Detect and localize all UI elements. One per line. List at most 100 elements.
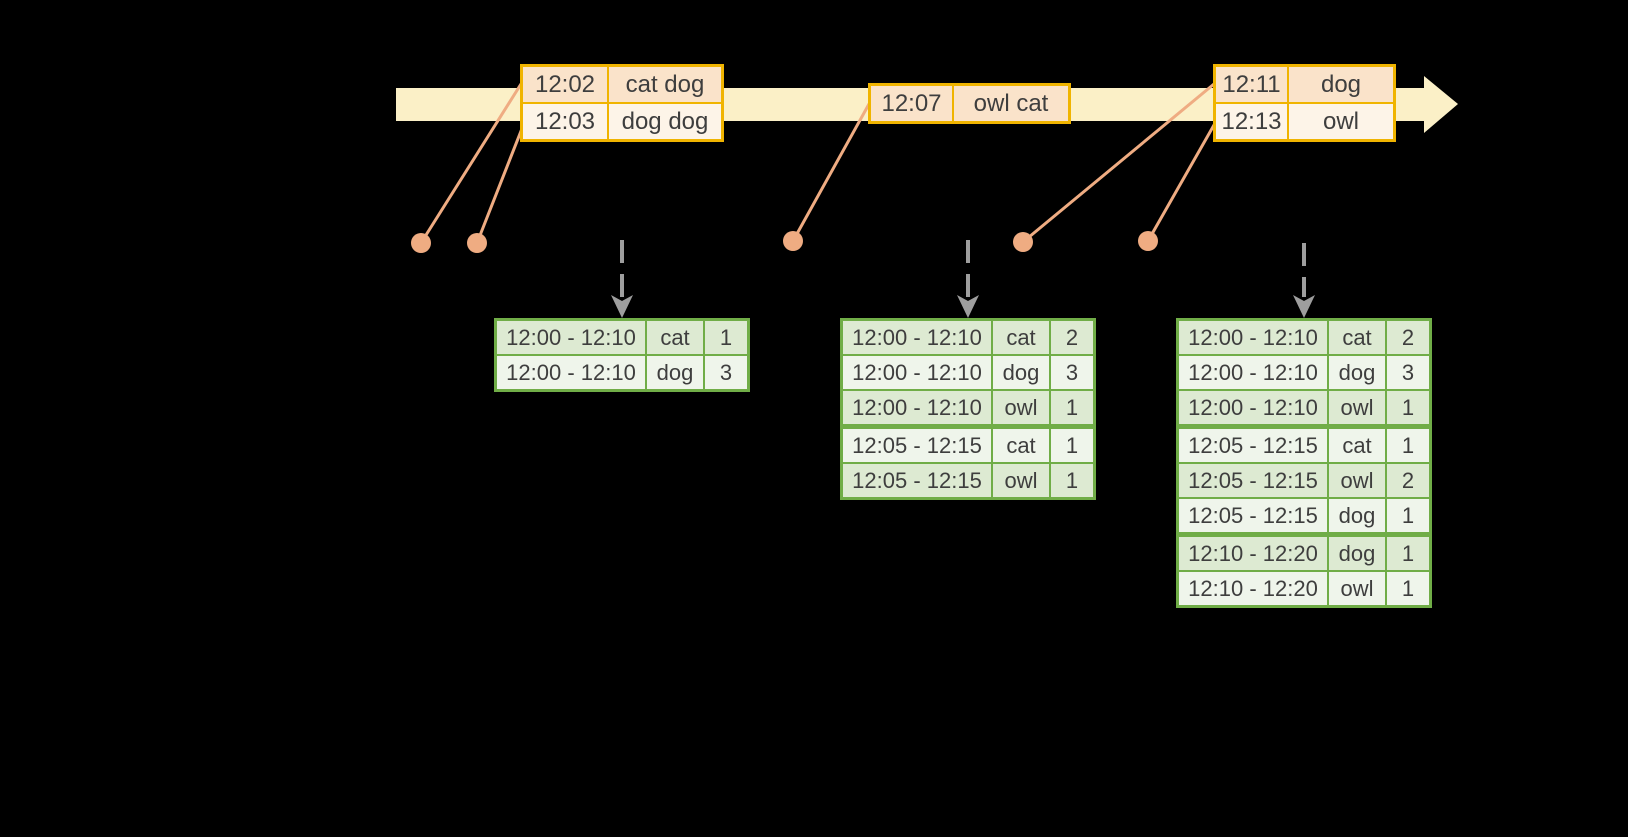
trigger-arrowhead-icon xyxy=(957,295,979,318)
event-words-cell: cat dog xyxy=(607,64,724,104)
window-cell: 12:10 - 12:20 xyxy=(1176,532,1329,572)
word-cell: dog xyxy=(645,354,705,392)
event-row: 12:11 dog xyxy=(1213,64,1396,104)
window-cell: 12:00 - 12:10 xyxy=(1176,354,1329,391)
count-cell: 3 xyxy=(1049,354,1096,391)
count-cell: 3 xyxy=(703,354,750,392)
event-time-cell: 12:03 xyxy=(520,102,609,142)
window-cell: 12:05 - 12:15 xyxy=(1176,462,1329,499)
word-cell: dog xyxy=(1327,497,1387,536)
word-cell: dog xyxy=(1327,354,1387,391)
result-row: 12:05 - 12:15 cat 1 xyxy=(840,424,1096,464)
word-cell: cat xyxy=(1327,318,1387,356)
event-dot-1211 xyxy=(1013,232,1033,252)
count-cell: 1 xyxy=(1049,424,1096,464)
result-table-3: 12:00 - 12:10 cat 2 12:00 - 12:10 dog 3 … xyxy=(1176,318,1432,608)
count-cell: 2 xyxy=(1385,462,1432,499)
count-cell: 1 xyxy=(703,318,750,356)
event-table-1207: 12:07 owl cat xyxy=(868,83,1071,124)
event-words-cell: owl xyxy=(1287,102,1396,142)
result-row: 12:05 - 12:15 owl 2 xyxy=(1176,462,1432,499)
word-cell: cat xyxy=(991,318,1051,356)
event-row: 12:07 owl cat xyxy=(868,83,1071,124)
count-cell: 1 xyxy=(1049,389,1096,428)
event-time-cell: 12:11 xyxy=(1213,64,1289,104)
trigger-arrow-1 xyxy=(611,240,633,318)
result-row: 12:00 - 12:10 dog 3 xyxy=(840,354,1096,391)
count-cell: 2 xyxy=(1385,318,1432,356)
count-cell: 1 xyxy=(1385,532,1432,572)
result-row: 12:05 - 12:15 owl 1 xyxy=(840,462,1096,500)
result-row: 12:00 - 12:10 dog 3 xyxy=(494,354,750,392)
word-cell: owl xyxy=(991,462,1051,500)
event-connector-lines xyxy=(419,82,1216,245)
window-cell: 12:00 - 12:10 xyxy=(494,318,647,356)
event-time-cell: 12:07 xyxy=(868,83,954,124)
event-row: 12:13 owl xyxy=(1213,102,1396,142)
event-table-1211-1213: 12:11 dog 12:13 owl xyxy=(1213,64,1396,142)
count-cell: 1 xyxy=(1385,497,1432,536)
event-row: 12:03 dog dog xyxy=(520,102,724,142)
window-cell: 12:05 - 12:15 xyxy=(840,462,993,500)
trigger-arrow-3 xyxy=(1293,243,1315,318)
trigger-arrows xyxy=(611,240,1315,318)
connector-line-1213 xyxy=(1146,123,1216,243)
result-row: 12:05 - 12:15 cat 1 xyxy=(1176,424,1432,464)
event-dot-1203 xyxy=(467,233,487,253)
result-row: 12:00 - 12:10 cat 2 xyxy=(840,318,1096,356)
connector-line-1207 xyxy=(791,102,871,243)
window-cell: 12:00 - 12:10 xyxy=(840,389,993,428)
count-cell: 1 xyxy=(1385,424,1432,464)
word-cell: dog xyxy=(1327,532,1387,572)
word-cell: cat xyxy=(991,424,1051,464)
trigger-arrow-2 xyxy=(957,240,979,318)
window-cell: 12:05 - 12:15 xyxy=(1176,497,1329,536)
result-row: 12:00 - 12:10 cat 1 xyxy=(494,318,750,356)
window-cell: 12:00 - 12:10 xyxy=(840,318,993,356)
result-row: 12:10 - 12:20 dog 1 xyxy=(1176,532,1432,572)
count-cell: 1 xyxy=(1049,462,1096,500)
timeline-arrowhead-icon xyxy=(1424,76,1458,133)
result-row: 12:00 - 12:10 owl 1 xyxy=(840,389,1096,428)
count-cell: 2 xyxy=(1049,318,1096,356)
event-dot-1207 xyxy=(783,231,803,251)
event-marker-dots xyxy=(411,231,1158,253)
event-row: 12:02 cat dog xyxy=(520,64,724,104)
word-cell: cat xyxy=(645,318,705,356)
result-table-1: 12:00 - 12:10 cat 1 12:00 - 12:10 dog 3 xyxy=(494,318,750,392)
connector-line-1202 xyxy=(419,82,523,245)
result-table-2: 12:00 - 12:10 cat 2 12:00 - 12:10 dog 3 … xyxy=(840,318,1096,500)
event-words-cell: owl cat xyxy=(952,83,1071,124)
word-cell: cat xyxy=(1327,424,1387,464)
word-cell: dog xyxy=(991,354,1051,391)
result-row: 12:00 - 12:10 dog 3 xyxy=(1176,354,1432,391)
result-row: 12:10 - 12:20 owl 1 xyxy=(1176,570,1432,608)
event-dot-1213 xyxy=(1138,231,1158,251)
trigger-arrowhead-icon xyxy=(1293,295,1315,318)
window-cell: 12:00 - 12:10 xyxy=(840,354,993,391)
result-row: 12:05 - 12:15 dog 1 xyxy=(1176,497,1432,536)
window-cell: 12:05 - 12:15 xyxy=(1176,424,1329,464)
count-cell: 1 xyxy=(1385,389,1432,428)
window-cell: 12:00 - 12:10 xyxy=(1176,318,1329,356)
event-time-cell: 12:02 xyxy=(520,64,609,104)
event-table-1202-1203: 12:02 cat dog 12:03 dog dog xyxy=(520,64,724,142)
result-row: 12:00 - 12:10 cat 2 xyxy=(1176,318,1432,356)
window-cell: 12:05 - 12:15 xyxy=(840,424,993,464)
window-cell: 12:10 - 12:20 xyxy=(1176,570,1329,608)
connector-line-1203 xyxy=(475,124,525,245)
event-words-cell: dog dog xyxy=(607,102,724,142)
word-cell: owl xyxy=(991,389,1051,428)
connector-line-1211 xyxy=(1021,82,1216,244)
word-cell: owl xyxy=(1327,389,1387,428)
result-row: 12:00 - 12:10 owl 1 xyxy=(1176,389,1432,428)
count-cell: 3 xyxy=(1385,354,1432,391)
event-time-cell: 12:13 xyxy=(1213,102,1289,142)
window-cell: 12:00 - 12:10 xyxy=(494,354,647,392)
count-cell: 1 xyxy=(1385,570,1432,608)
event-words-cell: dog xyxy=(1287,64,1396,104)
window-cell: 12:00 - 12:10 xyxy=(1176,389,1329,428)
word-cell: owl xyxy=(1327,462,1387,499)
word-cell: owl xyxy=(1327,570,1387,608)
